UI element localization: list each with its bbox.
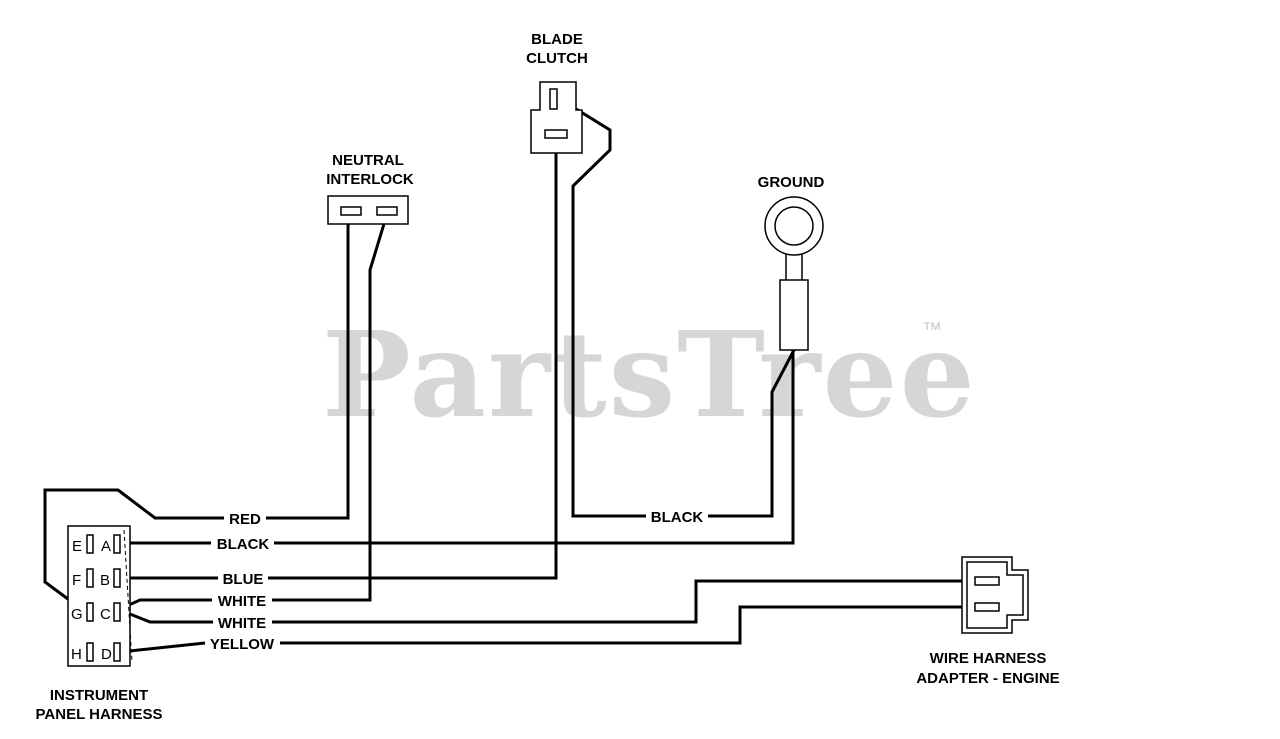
watermark-trademark: ™ [922, 319, 942, 341]
blade-clutch-label-2: CLUTCH [526, 50, 588, 67]
wire-label-black-a: BLACK [217, 536, 270, 553]
ground-ring-terminal [764, 196, 824, 351]
blade-clutch-connector [530, 81, 583, 154]
watermark-text: PartsTree [322, 305, 977, 444]
wire-harness-label-1: WIRE HARNESS [930, 650, 1047, 667]
pin-f: F [72, 572, 81, 589]
pin-a: A [101, 538, 111, 555]
wire-harness-adapter-connector [961, 556, 1029, 634]
blade-clutch-label-1: BLADE [531, 31, 583, 48]
wire-label-red: RED [229, 511, 261, 528]
wire-black-a [122, 350, 795, 545]
wire-yellow [119, 605, 980, 654]
ground-label: GROUND [758, 174, 825, 191]
pin-h: H [71, 646, 82, 663]
neutral-interlock-label-2: INTERLOCK [326, 171, 414, 188]
pin-g: G [71, 606, 83, 623]
pin-d: D [101, 646, 112, 663]
wire-label-black-ground: BLACK [651, 509, 704, 526]
pin-e: E [72, 538, 82, 555]
pin-b: B [100, 572, 110, 589]
neutral-interlock-label-1: NEUTRAL [332, 152, 404, 169]
wire-label-white-2: WHITE [218, 615, 266, 632]
instrument-panel-connector [67, 525, 133, 667]
instrument-panel-label-1: INSTRUMENT [50, 687, 148, 704]
wire-blue [122, 136, 558, 580]
wire-label-yellow: YELLOW [210, 636, 275, 653]
wire-label-blue: BLUE [223, 571, 264, 588]
wire-label-white-1: WHITE [218, 593, 266, 610]
pin-c: C [100, 606, 111, 623]
wire-harness-label-2: ADAPTER - ENGINE [916, 670, 1059, 687]
instrument-panel-label-2: PANEL HARNESS [36, 706, 163, 723]
neutral-interlock-connector [327, 195, 409, 225]
